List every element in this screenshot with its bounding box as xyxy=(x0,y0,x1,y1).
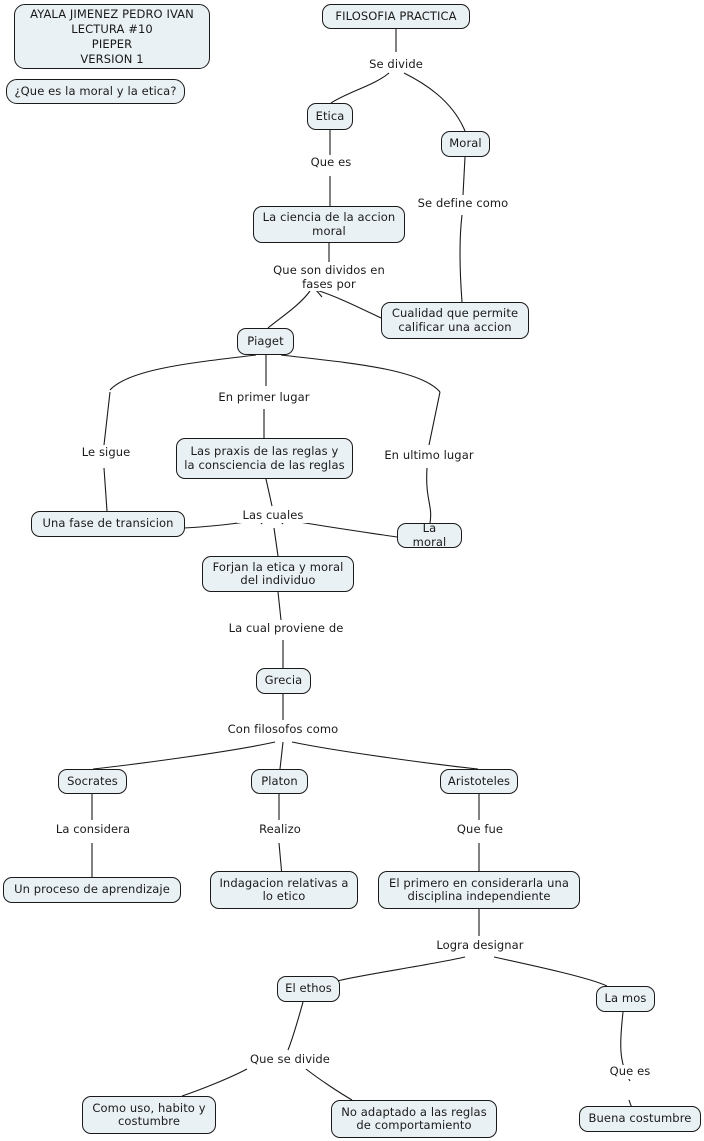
node-grecia[interactable]: Grecia xyxy=(256,668,311,694)
link-label-se-define-como: Se define como xyxy=(410,196,516,211)
link-label-las-cuales: Las cuales xyxy=(237,508,309,523)
focus-question-box: ¿Que es la moral y la etica? xyxy=(6,79,185,104)
node-moral[interactable]: Moral xyxy=(441,131,490,157)
link-label-en-ultimo-lugar: En ultimo lugar xyxy=(374,448,484,463)
link-label-que-es-etica: Que es xyxy=(303,155,359,170)
link-label-que-se-divide: Que se divide xyxy=(239,1052,341,1067)
node-forjan-etica-moral[interactable]: Forjan la etica y moral del individuo xyxy=(202,556,354,592)
node-praxis-reglas[interactable]: Las praxis de las reglas y la conscienci… xyxy=(176,438,353,479)
link-label-en-primer-lugar: En primer lugar xyxy=(209,390,319,405)
node-ciencia-accion-moral[interactable]: La ciencia de la accion moral xyxy=(253,206,405,243)
link-label-divididos-en-fases: Que son dividos en fases por xyxy=(265,263,393,291)
node-uso-habito-costumbre[interactable]: Como uso, habito y costumbre xyxy=(82,1096,216,1134)
node-indagacion-etico[interactable]: Indagacion relativas a lo etico xyxy=(210,871,358,909)
link-label-se-divide: Se divide xyxy=(361,57,431,72)
link-label-la-cual-proviene-de: La cual proviene de xyxy=(222,621,350,636)
link-label-realizo: Realizo xyxy=(251,822,309,837)
node-aristoteles[interactable]: Aristoteles xyxy=(440,769,518,794)
node-la-moral[interactable]: La moral xyxy=(397,521,462,548)
link-label-la-considera: La considera xyxy=(50,822,136,837)
node-etica[interactable]: Etica xyxy=(307,103,353,130)
link-label-que-fue: Que fue xyxy=(451,822,509,837)
node-el-ethos[interactable]: El ethos xyxy=(277,976,340,1002)
author-note-box: AYALA JIMENEZ PEDRO IVAN LECTURA #10 PIE… xyxy=(14,4,210,69)
node-proceso-aprendizaje[interactable]: Un proceso de aprendizaje xyxy=(3,877,181,903)
node-platon[interactable]: Platon xyxy=(251,769,308,794)
node-primero-disciplina[interactable]: El primero en considerarla una disciplin… xyxy=(378,871,580,909)
node-buena-costumbre[interactable]: Buena costumbre xyxy=(579,1106,701,1132)
node-la-mos[interactable]: La mos xyxy=(596,986,655,1012)
node-piaget[interactable]: Piaget xyxy=(237,328,294,355)
node-no-adaptado-reglas[interactable]: No adaptado a las reglas de comportamien… xyxy=(331,1100,497,1138)
node-cualidad-calificar-accion[interactable]: Cualidad que permite calificar una accio… xyxy=(381,302,529,339)
node-socrates[interactable]: Socrates xyxy=(58,769,127,794)
link-label-logra-designar: Logra designar xyxy=(428,938,532,953)
node-fase-transicion[interactable]: Una fase de transicion xyxy=(31,511,185,537)
link-label-con-filosofos-como: Con filosofos como xyxy=(219,722,347,737)
link-label-le-sigue: Le sigue xyxy=(76,445,136,460)
node-filosofia-practica[interactable]: FILOSOFIA PRACTICA xyxy=(322,4,470,29)
link-label-que-es-la-mos: Que es xyxy=(602,1064,658,1079)
